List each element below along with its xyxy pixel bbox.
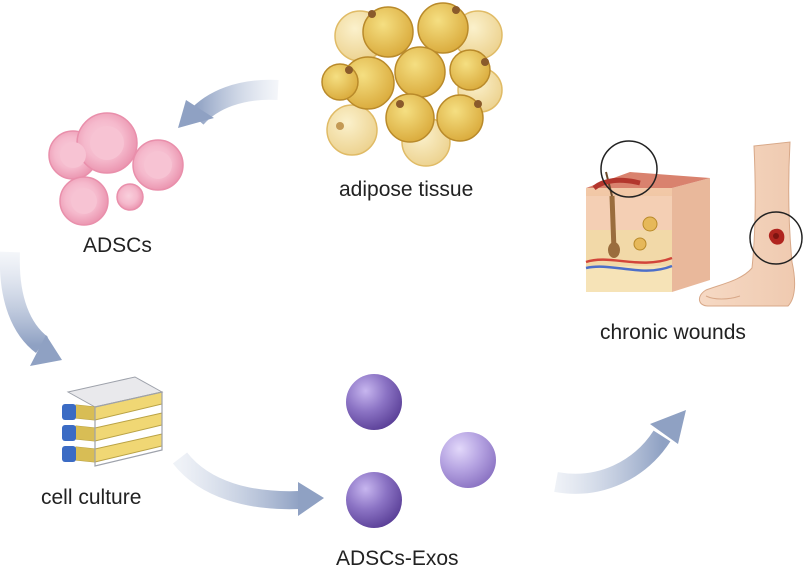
adipose-tissue-label: adipose tissue	[339, 178, 474, 201]
chronic-wounds-label: chronic wounds	[600, 321, 746, 344]
cell-culture-label: cell culture	[41, 486, 142, 509]
arrow-adscs-to-culture	[0, 251, 62, 366]
adscs-label: ADSCs	[83, 234, 152, 257]
arrow-exos-to-wounds	[554, 410, 686, 494]
exosome-vesicles-icon	[346, 374, 496, 528]
skin-cross-section-icon	[585, 140, 710, 292]
leg-wound-icon	[699, 141, 803, 307]
adscs-exos-label: ADSCs-Exos	[336, 547, 459, 570]
cell-culture-flasks-icon	[62, 376, 164, 467]
adipose-tissue-icon	[321, 2, 503, 167]
arrow-culture-to-exos	[172, 452, 324, 516]
arrow-adipose-to-adscs	[178, 79, 279, 128]
adscs-cells-icon	[48, 112, 184, 226]
